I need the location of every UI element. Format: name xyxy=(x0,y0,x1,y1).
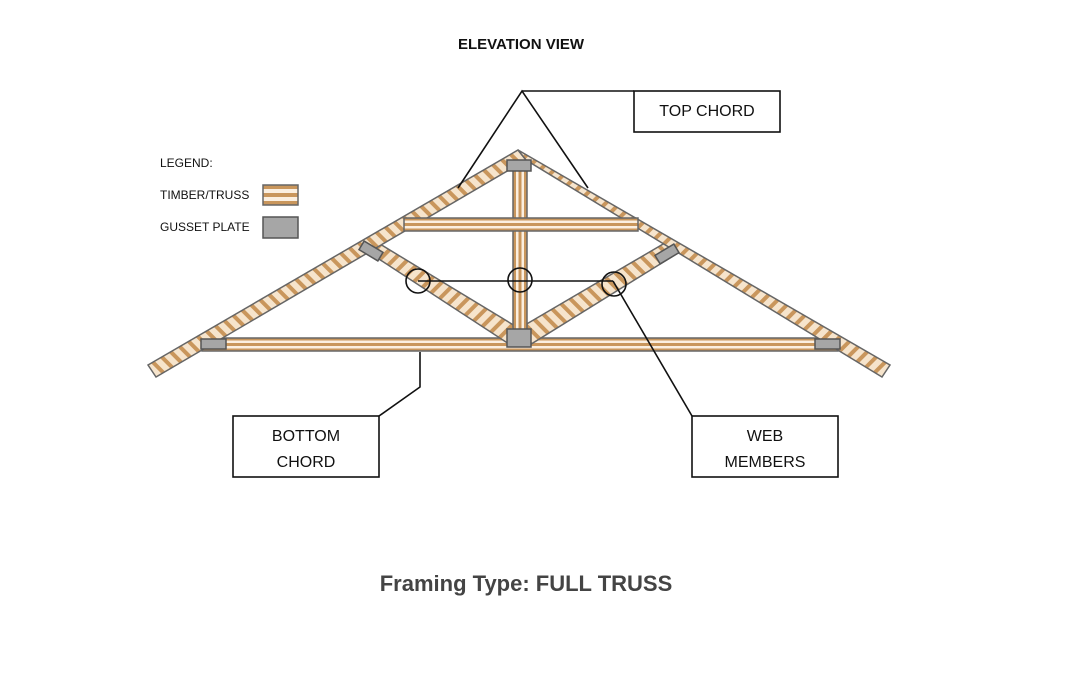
leader-bottom-chord xyxy=(378,352,421,417)
leader-lines xyxy=(378,89,693,417)
gusset-plate-right-web xyxy=(653,243,681,265)
leader-web-members xyxy=(612,280,693,417)
diagram-title: ELEVATION VIEW xyxy=(458,36,585,53)
gusset-plate-right-heel xyxy=(814,338,841,350)
web-member-right xyxy=(511,238,680,347)
legend-swatch-timber xyxy=(262,184,299,206)
legend-label-gusset: GUSSET PLATE xyxy=(160,220,250,234)
legend-swatch-gusset xyxy=(262,216,299,239)
collar-tie xyxy=(403,217,639,232)
top-chord-right xyxy=(517,149,892,379)
gusset-plate-apex xyxy=(506,159,532,172)
callout-web-members-line2: MEMBERS xyxy=(725,454,806,471)
web-marker-right xyxy=(601,271,627,297)
callout-web-members-line1: WEB xyxy=(747,428,783,445)
gusset-plate-left-heel xyxy=(200,338,227,350)
framing-type-label: Framing Type: FULL TRUSS xyxy=(380,571,673,596)
callout-top-chord-label: TOP CHORD xyxy=(659,103,754,120)
web-member-left xyxy=(360,237,527,347)
gusset-plate-left-web xyxy=(357,240,385,262)
web-marker-left xyxy=(405,268,431,294)
callout-web-members: WEB MEMBERS xyxy=(691,415,839,478)
legend: LEGEND: TIMBER/TRUSS GUSSET PLATE xyxy=(160,156,299,239)
gusset-plate-center xyxy=(506,328,532,348)
callout-bottom-chord-line2: CHORD xyxy=(277,454,336,471)
callout-top-chord: TOP CHORD xyxy=(633,90,781,133)
legend-label-timber: TIMBER/TRUSS xyxy=(160,188,249,202)
callout-bottom-chord-line1: BOTTOM xyxy=(272,428,340,445)
king-post xyxy=(512,159,528,341)
web-marker-center xyxy=(507,267,533,293)
legend-heading: LEGEND: xyxy=(160,156,213,170)
callout-bottom-chord: BOTTOM CHORD xyxy=(232,415,380,478)
